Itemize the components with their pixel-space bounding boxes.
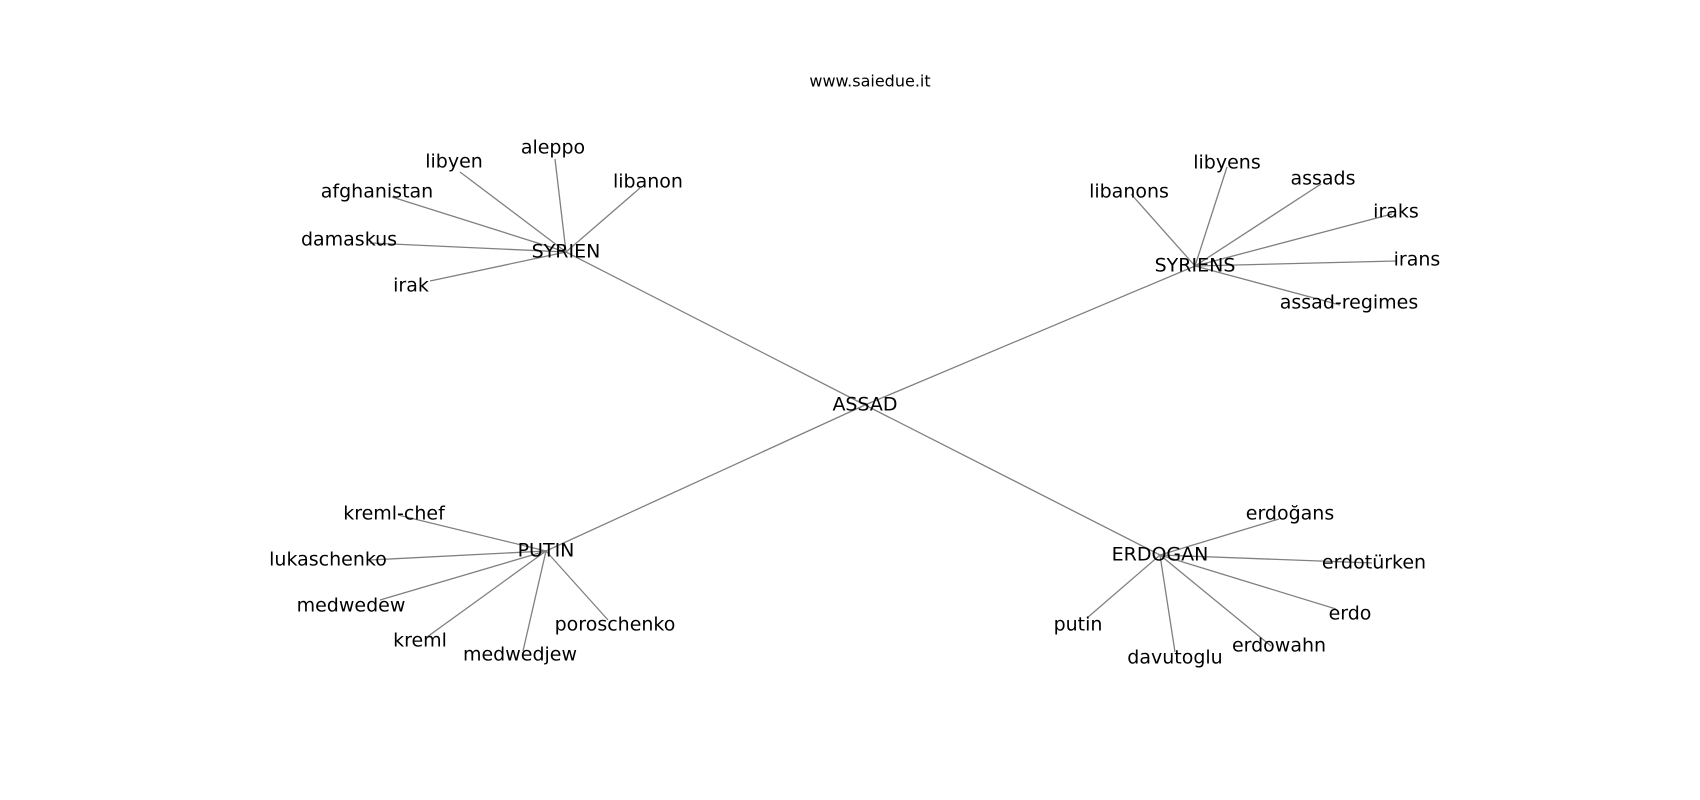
- edge-hub-to-leaf: [522, 550, 547, 652]
- edge-hub-to-leaf: [1194, 265, 1341, 306]
- hub-node-label: ERDOGAN: [1112, 544, 1209, 566]
- edge-hub-to-leaf: [545, 550, 609, 621]
- leaf-node-label: damaskus: [301, 229, 397, 251]
- edge-hub-to-leaf: [369, 550, 547, 561]
- leaf-node-label: erdo: [1329, 603, 1372, 625]
- edge-hub-to-leaf: [429, 251, 567, 282]
- leaf-node-label: libanons: [1089, 181, 1169, 203]
- leaf-node-label: kreml: [393, 630, 447, 652]
- center-node-label: ASSAD: [832, 394, 897, 416]
- leaf-node-label: aleppo: [521, 137, 585, 159]
- edge-hub-to-leaf: [565, 187, 641, 253]
- edge-hub-to-leaf: [1194, 260, 1397, 267]
- leaf-node-label: iraks: [1373, 201, 1419, 223]
- leaf-node-label: assads: [1290, 168, 1355, 190]
- edge-hub-to-leaf: [397, 514, 547, 552]
- leaf-node-label: medwedew: [297, 595, 406, 617]
- edge-hub-to-leaf: [1159, 554, 1373, 564]
- edge-hub-to-leaf: [1130, 193, 1196, 267]
- site-url: www.saiedue.it: [809, 72, 930, 91]
- edge-hub-to-leaf: [379, 550, 547, 601]
- leaf-node-label: putin: [1054, 614, 1103, 636]
- leaf-node-label: kreml-chef: [343, 503, 446, 525]
- leaf-node-label: irans: [1394, 249, 1441, 271]
- leaf-node-label: irak: [393, 275, 429, 297]
- edge-hub-to-leaf: [426, 550, 547, 638]
- leaf-node-label: poroschenko: [555, 614, 676, 636]
- edge-hub-to-leaf: [1159, 518, 1280, 556]
- edge-hub-to-leaf: [1194, 166, 1228, 267]
- edge-hub-to-leaf: [1159, 554, 1176, 653]
- edge-hub-to-leaf: [1194, 183, 1322, 267]
- leaf-node-label: libanon: [613, 171, 683, 193]
- edge-hub-to-leaf: [1086, 554, 1161, 619]
- leaf-node-label: erdowahn: [1232, 635, 1326, 657]
- edge-center-to-hub: [545, 404, 866, 552]
- leaf-node-label: assad-regimes: [1280, 292, 1419, 314]
- edge-hub-to-leaf: [369, 242, 567, 253]
- hub-node-label: SYRIEN: [532, 241, 601, 263]
- edge-center-to-hub: [864, 265, 1196, 406]
- leaf-node-label: libyens: [1193, 152, 1261, 174]
- leaf-node-label: erdotürken: [1322, 552, 1426, 574]
- edge-hub-to-leaf: [391, 196, 567, 253]
- hub-node-label: SYRIENS: [1155, 255, 1236, 277]
- labels-layer: ASSAD SYRIEN aleppo libanon libyen afghanista…: [269, 137, 1440, 669]
- edge-center-to-hub: [864, 404, 1161, 556]
- leaf-node-label: lukaschenko: [269, 549, 387, 571]
- leaf-node-label: medwedjew: [463, 644, 577, 666]
- leaf-node-label: libyen: [425, 151, 483, 173]
- edge-hub-to-leaf: [1159, 554, 1272, 647]
- leaf-node-label: davutoglu: [1127, 647, 1222, 669]
- leaf-node-label: erdoğans: [1246, 503, 1335, 525]
- edges-layer: [369, 158, 1397, 653]
- edge-center-to-hub: [565, 251, 866, 406]
- edge-hub-to-leaf: [459, 171, 567, 253]
- leaf-node-label: afghanistan: [321, 181, 433, 203]
- hub-node-label: PUTIN: [518, 540, 575, 562]
- edge-hub-to-leaf: [554, 158, 567, 253]
- edge-hub-to-leaf: [1194, 213, 1393, 267]
- edge-hub-to-leaf: [1159, 554, 1337, 610]
